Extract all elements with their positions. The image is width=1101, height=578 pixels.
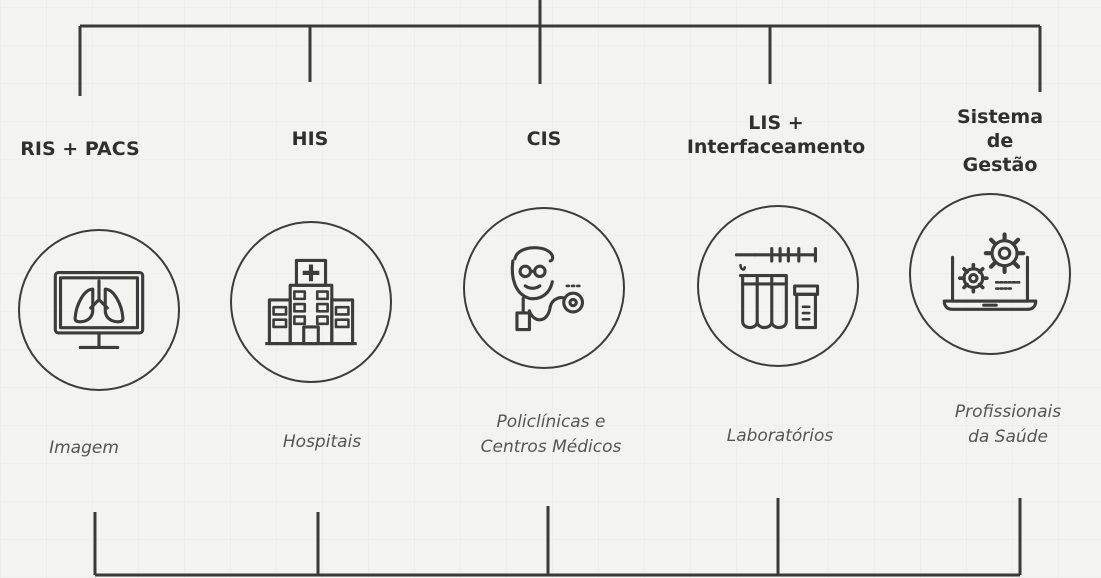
- column-caption-laboratorios: Laboratórios: [726, 426, 834, 446]
- hospital-building-icon: [265, 258, 357, 346]
- circle-sistema-gestao: [909, 193, 1071, 355]
- lab-tubes-syringe-icon: [734, 247, 820, 330]
- circle-cis: [463, 207, 625, 369]
- circle-lis: [697, 205, 859, 367]
- column-title-cis: CIS: [526, 128, 562, 150]
- column-title-his: HIS: [291, 128, 329, 150]
- monitor-lungs-icon: [53, 271, 145, 349]
- circle-ris-pacs: [18, 229, 180, 391]
- column-title-lis: LIS + Interfaceamento: [686, 112, 866, 158]
- column-caption-policlinicas: Policlínicas e Centros Médicos: [480, 412, 622, 457]
- column-caption-imagem: Imagem: [49, 438, 119, 458]
- column-caption-hospitais: Hospitais: [282, 432, 362, 452]
- column-title-sistema-gestao: Sistema de Gestão: [956, 106, 1044, 176]
- laptop-gears-icon: [942, 232, 1038, 311]
- circle-his: [230, 221, 392, 383]
- column-title-ris-pacs: RIS + PACS: [20, 138, 140, 160]
- doctor-stethoscope-icon: [510, 246, 585, 332]
- column-caption-profissionais: Profissionais da Saúde: [954, 402, 1062, 447]
